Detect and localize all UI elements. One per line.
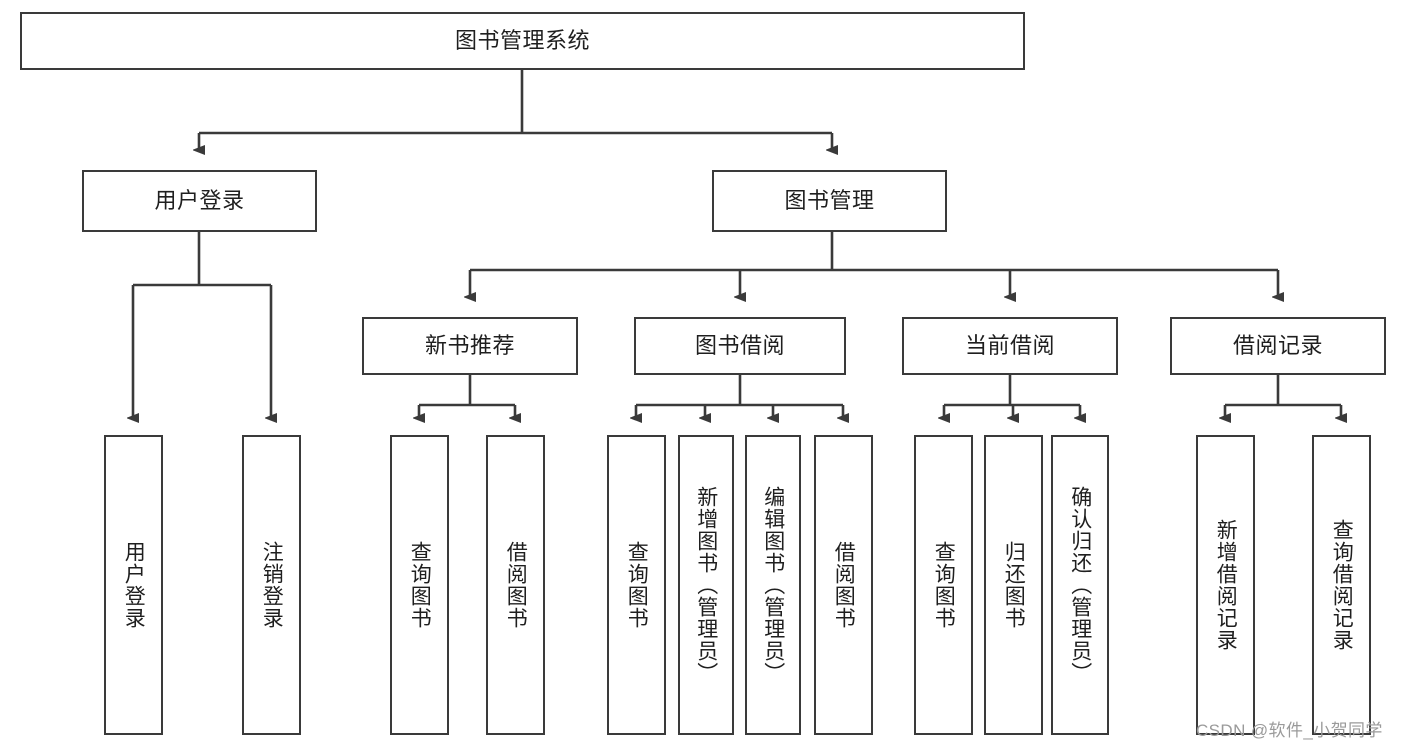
leaf-return-book[interactable]: 归还图书 — [984, 435, 1043, 735]
node-label: 图书管理系统 — [454, 28, 590, 54]
leaf-query-book-recommend[interactable]: 查询图书 — [390, 435, 449, 735]
node-label: 图书管理 — [784, 188, 875, 214]
node-label: 确认归还（管理员） — [1068, 486, 1092, 684]
node-label: 当前借阅 — [964, 333, 1055, 359]
node-label: 新增借阅记录 — [1214, 519, 1238, 651]
node-root-system[interactable]: 图书管理系统 — [20, 12, 1025, 70]
leaf-edit-book-admin[interactable]: 编辑图书（管理员） — [745, 435, 801, 735]
node-label: 注销登录 — [260, 541, 284, 629]
node-label: 借阅图书 — [504, 541, 528, 629]
node-label: 新书推荐 — [424, 333, 515, 359]
leaf-borrow-book-recommend[interactable]: 借阅图书 — [486, 435, 545, 735]
node-user-login[interactable]: 用户登录 — [82, 170, 317, 232]
leaf-user-login[interactable]: 用户登录 — [104, 435, 163, 735]
node-book-borrow[interactable]: 图书借阅 — [634, 317, 846, 375]
node-current-borrow[interactable]: 当前借阅 — [902, 317, 1118, 375]
leaf-logout[interactable]: 注销登录 — [242, 435, 301, 735]
leaf-query-book-borrow[interactable]: 查询图书 — [607, 435, 666, 735]
node-label: 归还图书 — [1002, 541, 1026, 629]
leaf-query-book-current[interactable]: 查询图书 — [914, 435, 973, 735]
leaf-query-borrow-record[interactable]: 查询借阅记录 — [1312, 435, 1371, 735]
node-label: 编辑图书（管理员） — [761, 486, 785, 684]
leaf-borrow-book[interactable]: 借阅图书 — [814, 435, 873, 735]
node-label: 用户登录 — [154, 188, 245, 214]
node-new-book-recommend[interactable]: 新书推荐 — [362, 317, 578, 375]
node-label: 新增图书（管理员） — [694, 486, 718, 684]
node-book-management[interactable]: 图书管理 — [712, 170, 947, 232]
node-label: 查询图书 — [932, 541, 956, 629]
leaf-add-book-admin[interactable]: 新增图书（管理员） — [678, 435, 734, 735]
node-label: 借阅图书 — [832, 541, 856, 629]
node-label: 查询借阅记录 — [1330, 519, 1354, 651]
node-label: 用户登录 — [122, 541, 146, 629]
leaf-add-borrow-record[interactable]: 新增借阅记录 — [1196, 435, 1255, 735]
node-label: 查询图书 — [408, 541, 432, 629]
node-label: 借阅记录 — [1232, 333, 1323, 359]
node-borrow-record[interactable]: 借阅记录 — [1170, 317, 1386, 375]
node-label: 查询图书 — [625, 541, 649, 629]
csdn-watermark: CSDN @软件_小贺同学 — [1196, 721, 1383, 740]
node-label: 图书借阅 — [694, 333, 785, 359]
leaf-confirm-return-admin[interactable]: 确认归还（管理员） — [1051, 435, 1109, 735]
